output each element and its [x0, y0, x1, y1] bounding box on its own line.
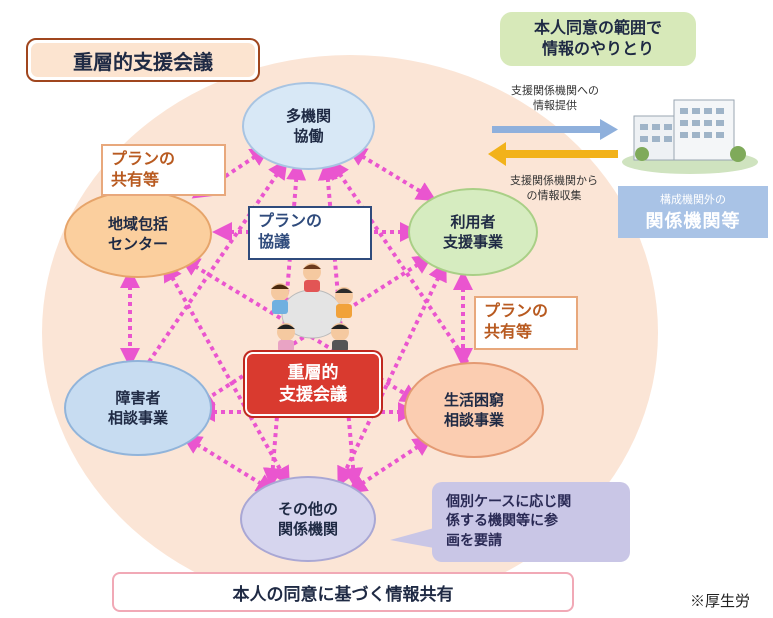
diagram-title: 重層的支援会議 [26, 38, 260, 82]
info-collect-label: 支援関係機関から の情報収集 [510, 174, 598, 202]
external-orgs-box: 構成機関外の 関係機関等 [618, 186, 768, 238]
node-shougai-soudan: 障害者相談事業 [64, 360, 212, 456]
callout-plan-share-right: プランの 共有等 [474, 296, 578, 350]
callout-plan-share-left: プランの 共有等 [101, 144, 226, 196]
node-chiiki-houkatsu: 地域包括センター [64, 190, 212, 278]
info-provide-label: 支援関係機関への 情報提供 [511, 84, 599, 112]
consent-line-2: 情報のやりとり [541, 39, 654, 58]
callout-plan-discussion: プランの 協議 [248, 206, 372, 260]
source-note: ※厚生労 [690, 592, 751, 610]
info-collect-arrow [488, 142, 618, 166]
external-orgs-main: 関係機関等 [645, 211, 741, 232]
consent-banner: 本人同意の範囲で 情報のやりとり [500, 12, 696, 66]
arrow-seikatsu-sonota [346, 436, 434, 494]
consent-line-1: 本人同意の範囲で [533, 18, 662, 38]
meeting-illustration [262, 258, 362, 354]
node-seikatsu-konkyu: 生活困窮相談事業 [404, 362, 544, 458]
node-tashikan-kyodo: 多機関協働 [242, 82, 375, 170]
node-sonota-kikan: その他の関係機関 [240, 476, 376, 562]
title-text: 重層的支援会議 [73, 49, 213, 74]
footer-banner-text: 本人の同意に基づく情報共有 [232, 584, 454, 605]
node-riyousha-shien: 利用者支援事業 [408, 188, 538, 276]
hospital-building-icon [620, 88, 760, 174]
center-meeting-box: 重層的支援会議 [245, 352, 381, 416]
footer-banner: 本人の同意に基づく情報共有 [112, 572, 574, 612]
external-orgs-sub: 構成機関外の [660, 193, 726, 206]
callout-individual-case: 個別ケースに応じ関 係する機関等に参 画を要請 [432, 482, 630, 562]
info-provide-arrow [492, 119, 618, 140]
